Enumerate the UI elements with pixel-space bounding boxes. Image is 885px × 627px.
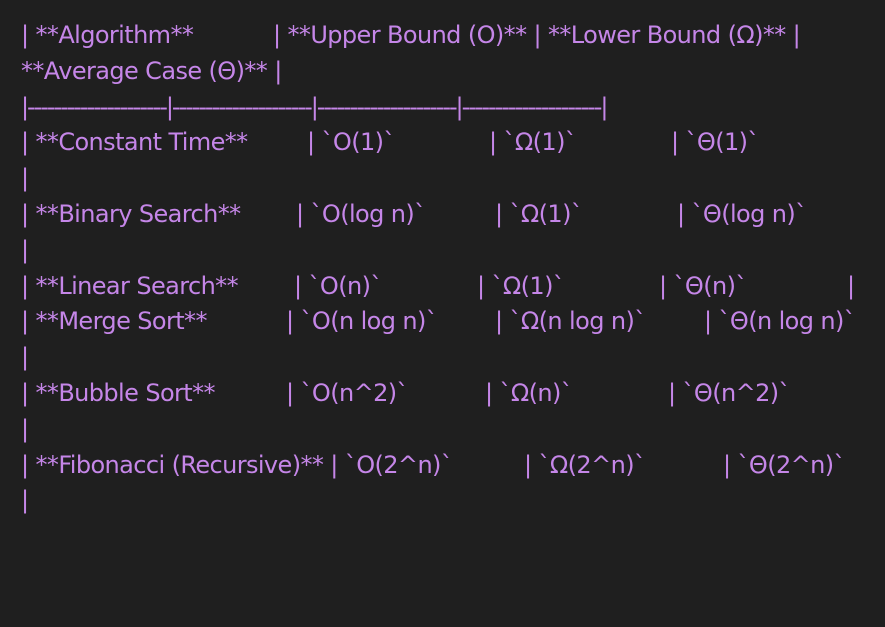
cell-algorithm: | **Bubble Sort** [21,378,216,407]
cell-average-case: | `Θ(n)` [659,271,747,300]
cell-upper-bound: | `O(n)` [294,271,382,300]
cell-end-pipe: | [21,343,29,372]
cell-end-pipe: | [21,235,29,264]
cell-algorithm-and-upper-bound: | **Fibonacci (Recursive)** | `O(2^n)` [21,450,453,479]
table-separator-row: |---------------------|-----------------… [21,90,885,126]
cell-upper-bound: | `O(n log n)` [286,307,438,336]
table-row-merge-sort: | **Merge Sort** | `O(n log n)` | `Ω(n l… [21,304,885,340]
cell-algorithm: | **Merge Sort** [21,307,207,336]
table-row-linear-search: | **Linear Search** | `O(n)` | `Ω(1)` | … [21,269,885,305]
cell-end-pipe: | [21,164,29,193]
table-row-wrap: | [21,412,885,448]
cell-upper-bound: | `O(log n)` [296,199,426,228]
cell-average-case: | `Θ(log n)` [677,199,807,228]
cell-end-pipe: | [21,486,29,515]
cell-lower-bound: | `Ω(1)` [495,199,583,228]
header-cell-bounds: | **Upper Bound (O)** | **Lower Bound (Ω… [273,21,801,49]
cell-end-pipe: | [21,414,29,443]
table-row-wrap: | [21,161,885,197]
cell-lower-bound: | `Ω(n)` [485,378,573,407]
cell-upper-bound: | `O(n^2)` [286,378,409,407]
cell-average-case: | `Θ(1)` [671,128,759,157]
cell-lower-bound: | `Ω(n log n)` [495,307,646,336]
cell-average-case: | `Θ(n^2)` [668,378,791,407]
table-row-bubble-sort: | **Bubble Sort** | `O(n^2)` | `Ω(n)` | … [21,376,885,412]
cell-algorithm: | **Binary Search** [21,199,241,228]
table-header-row-continued: **Average Case (Θ)** | [21,54,885,90]
cell-end-pipe: | [847,271,855,300]
cell-lower-bound: | `Ω(2^n)` [524,450,646,479]
cell-lower-bound: | `Ω(1)` [477,271,565,300]
cell-lower-bound: | `Ω(1)` [489,128,577,157]
table-row-wrap: | [21,233,885,269]
table-row-fibonacci: | **Fibonacci (Recursive)** | `O(2^n)` |… [21,448,885,484]
separator-text: |---------------------|-----------------… [21,92,608,121]
cell-algorithm: | **Linear Search** [21,271,239,300]
table-row-wrap: | [21,483,885,519]
table-row-wrap: | [21,340,885,376]
text-editor[interactable]: | **Algorithm** | **Upper Bound (O)** | … [0,0,885,537]
table-row-constant-time: | **Constant Time** | `O(1)` | `Ω(1)` | … [21,125,885,161]
table-header-row: | **Algorithm** | **Upper Bound (O)** | … [21,18,885,54]
cell-average-case: | `Θ(n log n)` [704,307,856,336]
cell-average-case: | `Θ(2^n)` [723,450,846,479]
cell-upper-bound: | `O(1)` [307,128,395,157]
header-cell-algorithm: | **Algorithm** [21,21,194,49]
table-row-binary-search: | **Binary Search** | `O(log n)` | `Ω(1)… [21,197,885,233]
header-cell-average-case: **Average Case (Θ)** | [21,56,282,85]
cell-algorithm: | **Constant Time** [21,128,248,157]
